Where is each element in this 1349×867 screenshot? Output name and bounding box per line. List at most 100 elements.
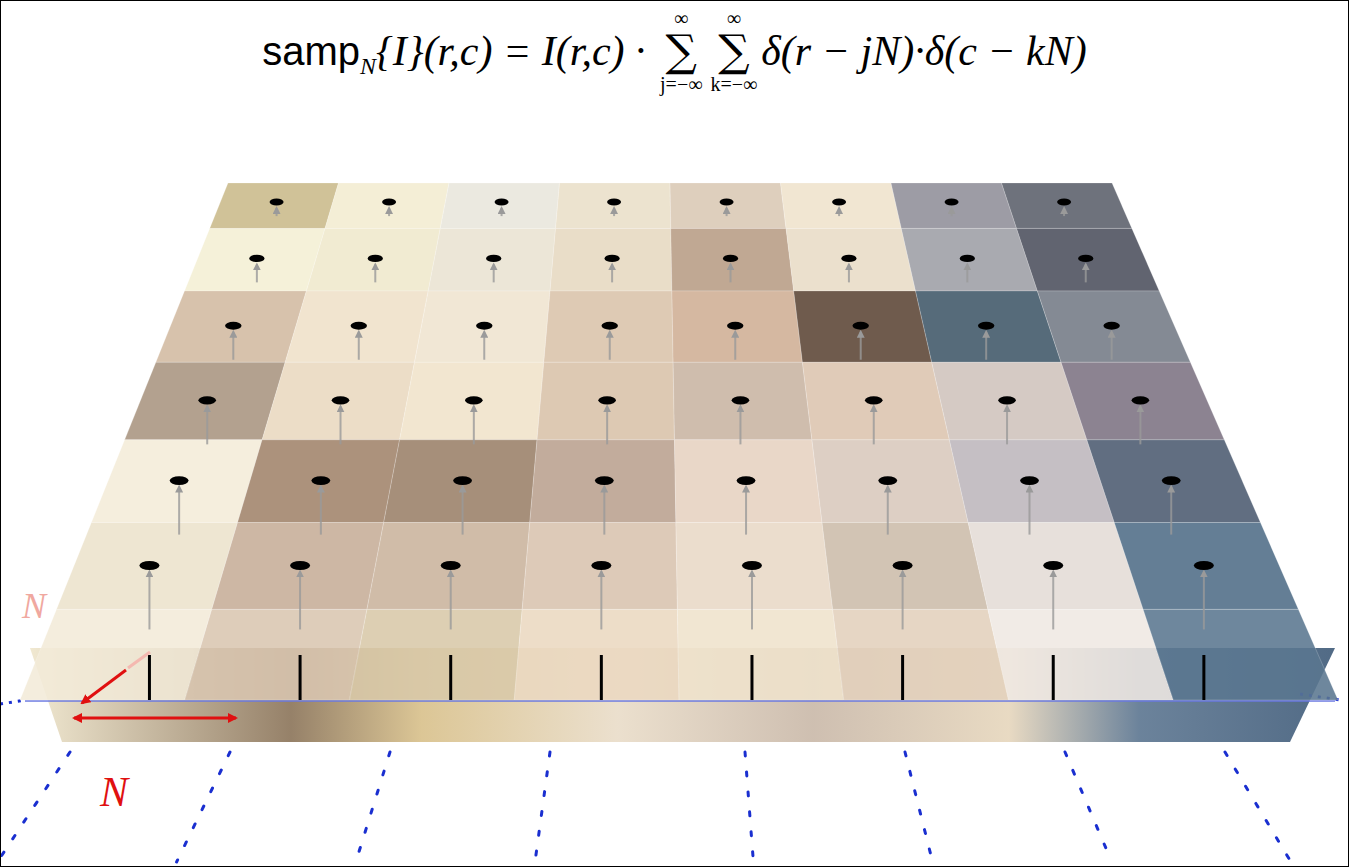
sample-arrow: [848, 264, 850, 282]
sampled-tile: [400, 362, 544, 440]
sampled-tile: [673, 362, 812, 440]
sample-dot: [1078, 255, 1093, 262]
sample-dot: [742, 561, 762, 570]
sampled-tile: [91, 440, 262, 523]
sample-dot: [170, 476, 189, 485]
sample-dot: [841, 255, 856, 262]
sample-arrow: [600, 571, 602, 629]
sample-dot: [878, 476, 897, 485]
spacing-label: N: [22, 585, 46, 627]
spacing-label: N: [100, 768, 128, 816]
sampled-tile: [802, 362, 949, 440]
sample-dot: [1103, 322, 1119, 330]
sample-dot: [465, 396, 483, 404]
sample-dot: [332, 396, 350, 404]
sample-arrow: [611, 264, 613, 282]
sample-arrow: [966, 264, 968, 282]
sample-dot: [486, 255, 501, 262]
grid-continuation: [1065, 752, 1112, 862]
sample-dot: [351, 322, 367, 330]
sample-stem: [1202, 655, 1205, 700]
grid-continuation: [745, 752, 753, 862]
sampled-tile: [238, 440, 400, 523]
sample-dot: [737, 476, 756, 485]
sample-dot: [960, 255, 975, 262]
sampled-tile: [306, 228, 440, 291]
sampled-tile: [285, 291, 428, 362]
sampled-tile: [537, 362, 674, 440]
sampled-tile: [1037, 291, 1190, 362]
summation: ∞∑j=−∞: [660, 8, 702, 94]
sampled-tile: [325, 183, 449, 228]
sample-arrow: [450, 571, 452, 629]
sample-arrow: [340, 406, 342, 444]
sample-dot: [476, 322, 492, 330]
sampled-tile: [428, 228, 555, 291]
sample-dot: [495, 199, 509, 206]
sample-dot: [139, 561, 159, 570]
sample-stem: [449, 655, 452, 700]
sample-dot: [595, 476, 614, 485]
sample-stem: [1052, 655, 1055, 700]
sampled-tile: [822, 522, 988, 609]
grid-line: [25, 700, 1335, 702]
sampled-tile: [794, 291, 932, 362]
sampled-tile: [949, 440, 1114, 523]
sample-dot: [853, 322, 869, 330]
spacing-arrow: [82, 670, 126, 703]
sample-dot: [832, 199, 846, 206]
sample-arrow: [232, 332, 234, 360]
sample-arrow: [951, 208, 953, 216]
sample-arrow: [609, 332, 611, 360]
sampled-tile: [677, 609, 843, 700]
sample-dot: [198, 396, 216, 404]
sample-dot: [607, 199, 621, 206]
sample-arrow: [1085, 264, 1087, 282]
sample-stem: [600, 655, 603, 700]
sample-dot: [290, 561, 310, 570]
sampled-tile: [350, 609, 523, 700]
sampled-tile: [786, 228, 915, 291]
sample-arrow: [374, 264, 376, 282]
sample-arrow: [320, 487, 322, 535]
sample-dot: [865, 396, 883, 404]
sample-arrow: [276, 208, 278, 216]
sampled-tile: [812, 440, 968, 523]
sample-dot: [732, 396, 750, 404]
sample-arrow: [751, 571, 753, 629]
lower-limit: k=−∞: [710, 74, 757, 94]
sample-arrow: [887, 487, 889, 535]
sample-dot: [368, 255, 383, 262]
sample-stem: [750, 655, 753, 700]
sample-dot: [1132, 396, 1150, 404]
subscript: N: [360, 53, 376, 80]
sampled-tile: [556, 183, 671, 228]
spacing-arrow-faded: [128, 652, 150, 668]
sample-arrow: [985, 332, 987, 360]
operator-name: samp: [262, 29, 360, 74]
summation: ∞∑k=−∞: [710, 8, 757, 94]
sample-dot: [1057, 199, 1071, 206]
sample-arrow: [206, 406, 208, 444]
sampled-tile: [672, 291, 803, 362]
grid-continuation: [0, 752, 70, 862]
sample-arrow: [1006, 406, 1008, 444]
sampled-tile: [56, 522, 237, 609]
sample-stem: [901, 655, 904, 700]
sampled-tile: [1017, 228, 1160, 291]
sample-dot: [270, 199, 284, 206]
sampled-tile: [968, 522, 1143, 609]
sampled-tile: [544, 291, 673, 362]
sampled-tile: [833, 609, 1009, 700]
sample-arrow: [299, 571, 301, 629]
sampled-tile: [1114, 522, 1298, 609]
sample-arrow: [606, 406, 608, 444]
formula-text: {I}(r,c) = I(r,c) ·: [376, 27, 656, 75]
sampled-tile: [262, 362, 414, 440]
sample-dot: [1194, 561, 1214, 570]
sample-arrow: [1029, 487, 1031, 535]
sample-arrow: [473, 406, 475, 444]
sample-arrow: [873, 406, 875, 444]
